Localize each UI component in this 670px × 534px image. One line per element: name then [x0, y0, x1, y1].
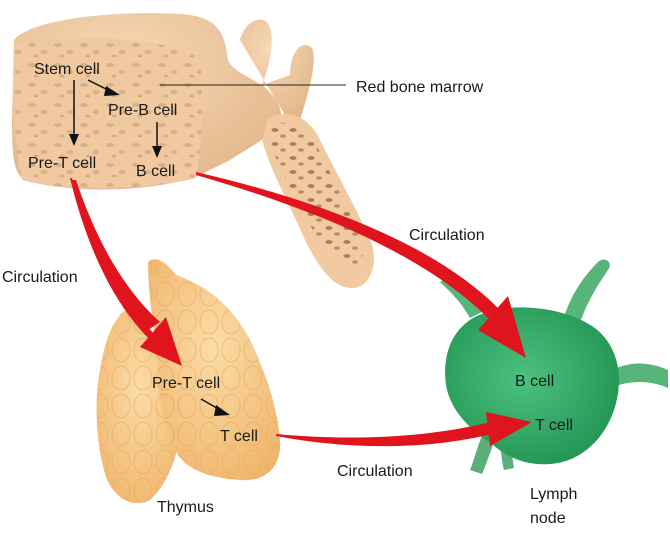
arrow-marrow-to-thymus-head — [140, 317, 182, 366]
arrow-thymus-to-lymph-head — [486, 412, 532, 446]
circulation-arrows — [70, 172, 532, 447]
lymph-node-label-line2: node — [530, 510, 566, 527]
marrow-b-cell-label: B cell — [136, 163, 175, 180]
vertebra-bone — [12, 13, 375, 289]
lymph-node-label-line1: Lymph — [530, 486, 577, 503]
lymph-vessel — [608, 363, 668, 388]
bone-process — [240, 19, 314, 121]
thymus-t-cell-label: T cell — [220, 428, 258, 445]
thymus-organ — [96, 259, 281, 504]
thymus-pre-t-cell-label: Pre-T cell — [152, 375, 220, 392]
stem-cell-label: Stem cell — [34, 61, 100, 78]
marrow-arrows — [69, 79, 162, 158]
pre-t-to-t-arrow — [200, 398, 230, 416]
arrow-marrow-to-lymph-head — [478, 296, 526, 358]
stem-to-pre-t-arrow — [69, 80, 79, 146]
pre-b-to-b-arrow — [152, 122, 162, 158]
marrow-pre-b-cell-label: Pre-B cell — [108, 102, 177, 119]
marrow-pre-t-cell-label: Pre-T cell — [28, 155, 96, 172]
thymus-label: Thymus — [157, 499, 214, 516]
stem-to-pre-b-arrow — [87, 79, 120, 96]
red-bone-marrow-label: Red bone marrow — [356, 79, 484, 96]
circulation-label-thymus-to-lymph: Circulation — [337, 463, 413, 480]
circulation-label-marrow-to-thymus: Circulation — [2, 269, 78, 286]
lymph-b-cell-label: B cell — [515, 373, 554, 390]
circulation-label-marrow-to-lymph: Circulation — [409, 227, 485, 244]
arrow-thymus-to-lymph-body — [276, 420, 500, 447]
lymph-t-cell-label: T cell — [535, 417, 573, 434]
arrow-marrow-to-thymus-body — [72, 180, 160, 330]
